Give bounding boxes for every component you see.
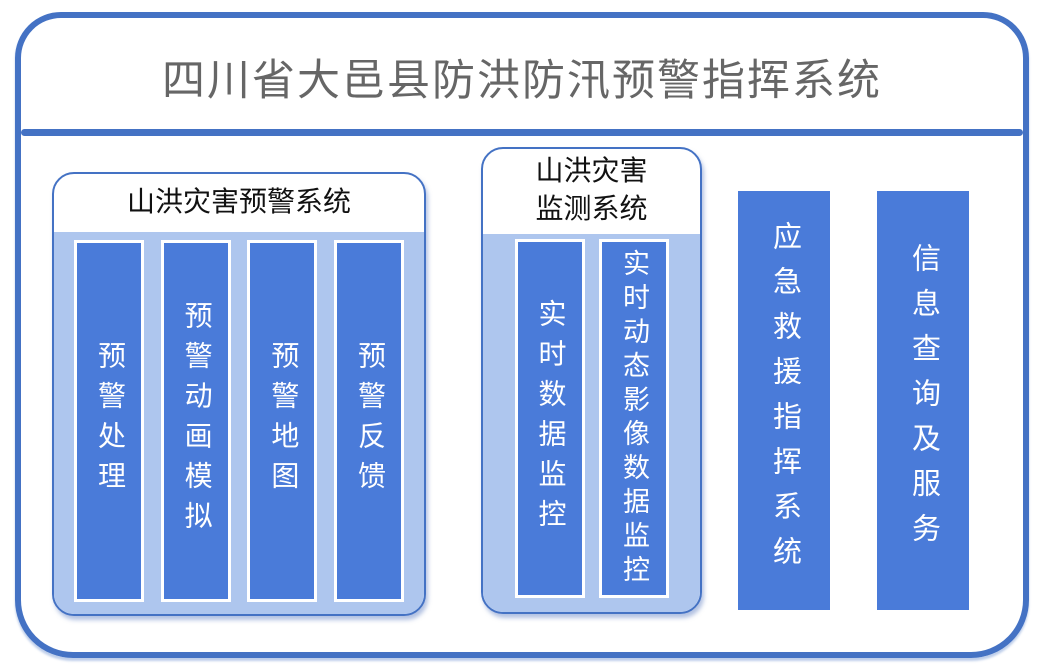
group-warning-title: 山洪灾害预警系统 bbox=[126, 187, 351, 218]
page-title: 四川省大邑县防洪防汛预警指挥系统 bbox=[162, 57, 882, 105]
bar-realtime-data-monitoring: 实时数据监控 bbox=[514, 239, 585, 598]
group-monitoring-title-line2: 监测系统 bbox=[535, 194, 648, 225]
bar-label: 应急救援指挥系统 bbox=[768, 220, 801, 581]
bar-label: 预警动画模拟 bbox=[180, 301, 212, 541]
bar-warning-processing: 预警处理 bbox=[74, 240, 144, 602]
group-warning-system: 山洪灾害预警系统 预警处理 预警动画模拟 预警地图 预警反馈 bbox=[52, 172, 426, 616]
group-monitoring-body: 实时数据监控 实时动态影像数据监控 bbox=[483, 234, 700, 612]
bar-warning-map: 预警地图 bbox=[247, 240, 318, 602]
bar-warning-animation-simulation: 预警动画模拟 bbox=[160, 240, 231, 602]
group-monitoring-title: 山洪灾害 监测系统 bbox=[483, 149, 700, 236]
group-warning-body: 预警处理 预警动画模拟 预警地图 预警反馈 bbox=[54, 232, 424, 614]
bar-label: 实时动态影像数据监控 bbox=[619, 248, 649, 589]
bar-label: 预警地图 bbox=[267, 341, 299, 501]
group-monitoring-title-line1: 山洪灾害 bbox=[535, 156, 648, 187]
bar-warning-feedback: 预警反馈 bbox=[333, 240, 404, 602]
bar-emergency-rescue-command-system: 应急救援指挥系统 bbox=[738, 191, 830, 610]
bar-label: 预警处理 bbox=[94, 341, 125, 501]
group-monitoring-system: 山洪灾害 监测系统 实时数据监控 实时动态影像数据监控 bbox=[481, 147, 702, 614]
bar-information-query-and-service: 信息查询及服务 bbox=[877, 191, 969, 610]
outer-frame bbox=[15, 12, 1029, 658]
title-divider bbox=[21, 129, 1023, 136]
bar-realtime-dynamic-video-data-monitoring: 实时动态影像数据监控 bbox=[598, 239, 669, 598]
bar-label: 信息查询及服务 bbox=[907, 243, 940, 558]
bar-label: 预警反馈 bbox=[353, 341, 385, 501]
bar-label: 实时数据监控 bbox=[534, 298, 566, 539]
